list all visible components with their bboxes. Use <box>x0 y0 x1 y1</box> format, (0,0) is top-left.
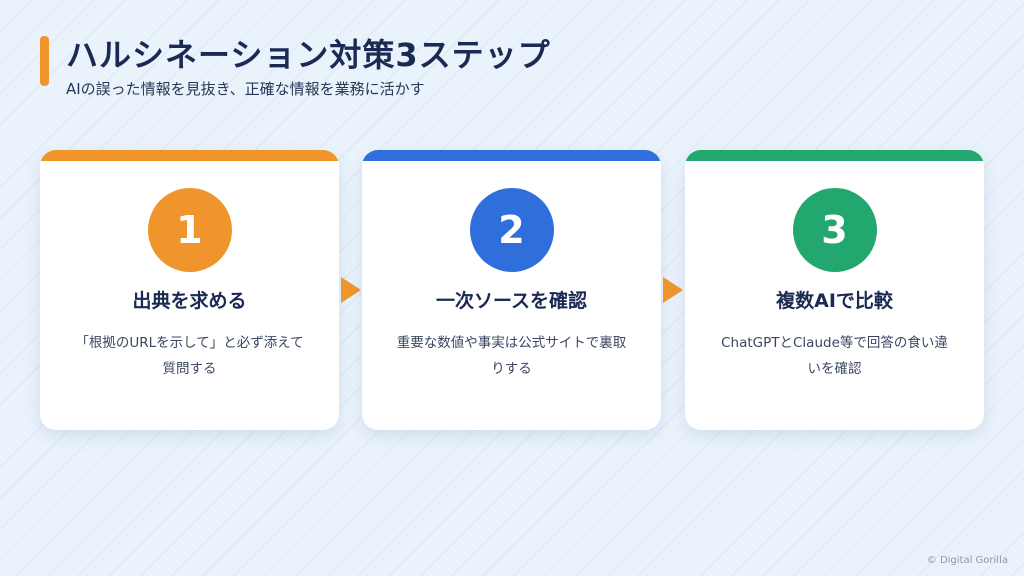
step-description: ChatGPTとClaude等で回答の食い違いを確認 <box>721 335 948 377</box>
step-description: 「根拠のURLを示して」と必ず添えて質問する <box>75 335 304 377</box>
step-card-top-bar <box>40 150 339 161</box>
step-title: 一次ソースを確認 <box>435 290 588 312</box>
step-card-3: 3 複数AIで比較 ChatGPTとClaude等で回答の食い違いを確認 <box>685 150 984 430</box>
step-card-top-bar <box>685 150 984 161</box>
step-number-badge: 2 <box>469 188 554 272</box>
step-card-1: 1 出典を求める 「根拠のURLを示して」と必ず添えて質問する <box>40 150 339 430</box>
copyright-footer: © Digital Gorilla <box>926 555 1008 566</box>
arrow-right-icon <box>341 277 361 303</box>
page-title: ハルシネーション対策3ステップ <box>66 36 551 74</box>
step-number-badge: 1 <box>147 188 232 272</box>
step-title: 出典を求める <box>132 290 247 312</box>
step-title: 複数AIで比較 <box>776 290 893 312</box>
step-description: 重要な数値や事実は公式サイトで裏取りする <box>396 335 627 377</box>
step-card-top-bar <box>362 150 661 161</box>
step-card-2: 2 一次ソースを確認 重要な数値や事実は公式サイトで裏取りする <box>362 150 661 430</box>
arrow-right-icon <box>663 277 683 303</box>
step-number-badge: 3 <box>792 188 877 272</box>
title-accent-bar <box>40 36 49 86</box>
page-subtitle: AIの誤った情報を見抜き、正確な情報を業務に活かす <box>66 80 425 98</box>
